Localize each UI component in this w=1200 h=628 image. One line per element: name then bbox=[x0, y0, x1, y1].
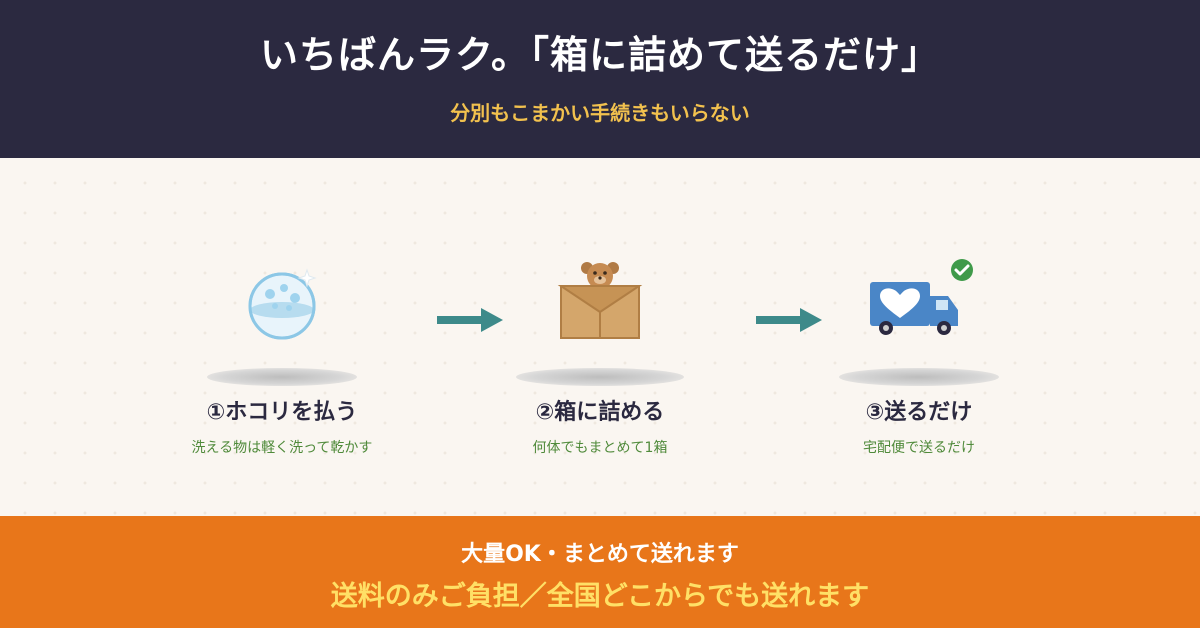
icon-shadow bbox=[516, 368, 684, 386]
arrow-right-icon bbox=[756, 308, 822, 336]
step-label: ③送るだけ bbox=[865, 400, 973, 425]
step-description: 洗える物は軽く洗って乾かす bbox=[191, 440, 373, 456]
page-title: いちばんラク。「箱に詰めて送るだけ」 bbox=[260, 33, 940, 77]
step-label: ②箱に詰める bbox=[535, 400, 665, 425]
step-description: 宅配便で送るだけ bbox=[863, 440, 975, 456]
dusting-disc-icon bbox=[237, 258, 327, 352]
icon-shadow bbox=[839, 368, 999, 386]
page-subtitle: 分別もこまかい手続きもいらない bbox=[450, 101, 750, 125]
delivery-truck-check-icon bbox=[864, 258, 974, 352]
header-banner: いちばんラク。「箱に詰めて送るだけ」 分別もこまかい手続きもいらない bbox=[0, 0, 1200, 158]
step-description: 何体でもまとめて1箱 bbox=[532, 440, 668, 456]
step-3: ③送るだけ 宅配便で送るだけ bbox=[769, 158, 1069, 516]
arrow-right-icon bbox=[437, 308, 503, 336]
steps-section: ①ホコリを払う 洗える物は軽く洗って乾かす bbox=[0, 158, 1200, 516]
step-1: ①ホコリを払う 洗える物は軽く洗って乾かす bbox=[132, 158, 432, 516]
icon-shadow bbox=[207, 368, 357, 386]
footer-highlight: 送料のみご負担／全国どこからでも送れます bbox=[330, 581, 870, 612]
step-label: ①ホコリを払う bbox=[206, 400, 358, 425]
step-2: ②箱に詰める 何体でもまとめて1箱 bbox=[450, 158, 750, 516]
footer-banner: 大量OK・まとめて送れます 送料のみご負担／全国どこからでも送れます bbox=[0, 516, 1200, 628]
teddy-bear-in-box-icon bbox=[555, 258, 645, 352]
footer-note: 大量OK・まとめて送れます bbox=[461, 542, 739, 567]
